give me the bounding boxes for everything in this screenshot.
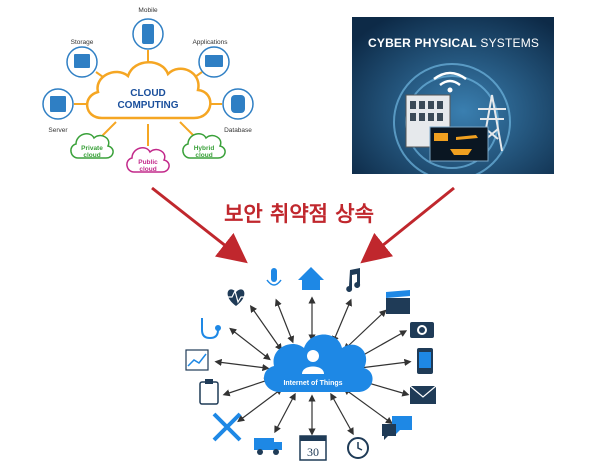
cps-image	[352, 17, 554, 174]
public-cloud-label-1: Public	[138, 159, 158, 166]
chat-icon	[392, 416, 412, 436]
hybrid-cloud-label-1: Hybrid	[194, 145, 215, 152]
music-icon	[346, 268, 361, 292]
truck-icon-iot	[254, 438, 274, 450]
user-icon	[307, 350, 319, 362]
home-icon	[298, 267, 324, 290]
heart-rate-icon	[227, 289, 245, 306]
cloud-title-line2: COMPUTING	[117, 100, 178, 111]
chart-icon	[185, 349, 209, 371]
cps-title: CYBER PHYSICAL SYSTEMS	[368, 36, 540, 50]
hybrid-cloud-label-2: cloud	[195, 152, 212, 159]
central-cloud	[86, 61, 212, 120]
storage-icon	[74, 54, 90, 68]
stethoscope-icon	[201, 318, 219, 340]
clipboard-icon	[199, 381, 219, 405]
private-cloud	[70, 133, 114, 159]
iot-spokes	[214, 296, 412, 436]
mail-icon	[410, 386, 436, 404]
calendar-day: 30	[307, 445, 319, 459]
clapperboard-icon	[386, 298, 410, 314]
applications-icon	[205, 55, 223, 67]
airplane-icon	[456, 135, 478, 140]
arrow-right	[360, 186, 455, 264]
server-icon	[50, 96, 66, 112]
arrow-left	[151, 186, 248, 264]
iot-diagram: Internet of Things	[185, 267, 437, 461]
public-cloud	[126, 147, 170, 173]
headline: 보안 취약점 상속	[224, 202, 374, 226]
iot-cloud	[263, 334, 373, 392]
server-label: Server	[48, 127, 68, 134]
hybrid-cloud	[182, 133, 226, 159]
database-icon	[231, 95, 245, 113]
mobile-icon	[142, 24, 154, 44]
private-cloud-label-2: cloud	[83, 152, 100, 159]
wifi-icon	[433, 71, 467, 87]
cloud-computing-diagram: CLOUD COMPUTING Mobile Storage Applicati…	[42, 7, 254, 173]
ship-icon	[450, 149, 472, 155]
database-label: Database	[224, 127, 252, 134]
public-cloud-label-2: cloud	[139, 166, 156, 173]
mobile-label: Mobile	[138, 7, 158, 14]
storage-label: Storage	[71, 39, 94, 46]
cloud-title-line1: CLOUD	[130, 88, 166, 99]
microphone-icon	[271, 268, 277, 282]
applications-label: Applications	[192, 39, 228, 46]
private-cloud-label-1: Private	[81, 145, 103, 152]
iot-center-label: Internet of Things	[283, 380, 342, 387]
truck-icon	[434, 133, 448, 141]
tools-icon	[212, 412, 242, 442]
